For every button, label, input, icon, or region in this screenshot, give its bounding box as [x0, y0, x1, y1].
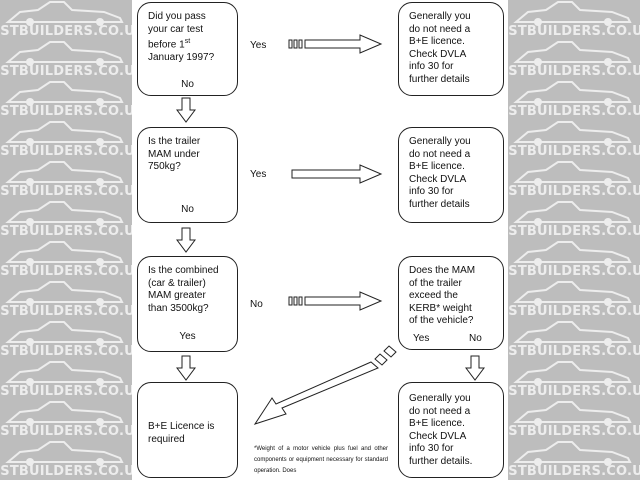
watermark-car-icon — [508, 200, 640, 226]
outcome-licence-required: B+E Licence is required — [148, 421, 215, 445]
watermark-car-icon — [508, 360, 640, 386]
watermark-car-icon — [508, 240, 640, 266]
outcome-box-licence-required: B+E Licence is required — [137, 382, 238, 478]
arrow-yes-car-test — [288, 34, 383, 54]
watermark-text: LOCOSTBUILDERS.CO.UK — [0, 144, 132, 159]
no-label-combined-mam: No — [250, 299, 263, 310]
question-car-test: Did you pass your car test before 1st Ja… — [148, 11, 215, 63]
outcome-no-licence-2: Generally you do not need a B+E licence.… — [409, 136, 471, 210]
watermark-text: LOCOSTBUILDERS.CO.UK — [508, 304, 640, 319]
watermark-text: LOCOSTBUILDERS.CO.UK — [0, 224, 132, 239]
yes-label-car-test: Yes — [250, 40, 267, 51]
watermark-car-icon — [0, 0, 132, 26]
watermark-text: LOCOSTBUILDERS.CO.UK — [508, 144, 640, 159]
question-box-trailer-mam: Is the trailer MAM under 750kg? No — [137, 127, 238, 223]
watermark-left: LOCOSTBUILDERS.CO.UK LOCOSTBUILDERS.CO.UK… — [0, 0, 132, 480]
outcome-box-no-licence-1: Generally you do not need a B+E licence.… — [398, 2, 504, 96]
arrow-no-trailer-mam — [176, 227, 196, 253]
watermark-text: LOCOSTBUILDERS.CO.UK — [0, 184, 132, 199]
watermark-text: LOCOSTBUILDERS.CO.UK — [0, 104, 132, 119]
watermark-text: LOCOSTBUILDERS.CO.UK — [0, 344, 132, 359]
watermark-car-icon — [0, 40, 132, 66]
watermark-text: LOCOSTBUILDERS.CO.UK — [0, 24, 132, 39]
watermark-car-icon — [508, 160, 640, 186]
watermark-car-icon — [0, 120, 132, 146]
watermark-car-icon — [508, 280, 640, 306]
watermark-text: LOCOSTBUILDERS.CO.UK — [0, 264, 132, 279]
watermark-text: LOCOSTBUILDERS.CO.UK — [0, 64, 132, 79]
watermark-car-icon — [508, 80, 640, 106]
watermark-text: LOCOSTBUILDERS.CO.UK — [508, 344, 640, 359]
watermark-text: LOCOSTBUILDERS.CO.UK — [508, 224, 640, 239]
no-label-kerb-weight: No — [469, 333, 482, 344]
question-combined-mam: Is the combined (car & trailer) MAM grea… — [148, 265, 219, 314]
watermark-car-icon — [0, 160, 132, 186]
watermark-text: LOCOSTBUILDERS.CO.UK — [508, 384, 640, 399]
yes-label-trailer-mam: Yes — [250, 169, 267, 180]
watermark-car-icon — [508, 120, 640, 146]
question-box-combined-mam: Is the combined (car & trailer) MAM grea… — [137, 256, 238, 352]
watermark-text: LOCOSTBUILDERS.CO.UK — [0, 424, 132, 439]
question-kerb-weight: Does the MAM of the trailer exceed the K… — [409, 265, 476, 326]
watermark-text: LOCOSTBUILDERS.CO.UK — [508, 24, 640, 39]
watermark-text: LOCOSTBUILDERS.CO.UK — [0, 384, 132, 399]
watermark-car-icon — [0, 440, 132, 466]
watermark-car-icon — [508, 0, 640, 26]
watermark-car-icon — [508, 40, 640, 66]
watermark-text: LOCOSTBUILDERS.CO.UK — [508, 184, 640, 199]
question-box-car-test: Did you pass your car test before 1st Ja… — [137, 2, 238, 96]
footnote: *Weight of a motor vehicle plus fuel and… — [254, 446, 388, 474]
watermark-car-icon — [508, 440, 640, 466]
watermark-text: LOCOSTBUILDERS.CO.UK — [508, 464, 640, 479]
watermark-car-icon — [0, 240, 132, 266]
watermark-car-icon — [0, 320, 132, 346]
arrow-no-combined-mam — [288, 291, 383, 311]
question-box-kerb-weight: Does the MAM of the trailer exceed the K… — [398, 256, 504, 350]
arrow-no-car-test — [176, 97, 196, 123]
watermark-car-icon — [0, 360, 132, 386]
question-trailer-mam: Is the trailer MAM under 750kg? — [148, 136, 201, 172]
arrow-yes-trailer-mam — [291, 164, 383, 184]
yes-label-combined-mam: Yes — [179, 331, 196, 342]
watermark-text: LOCOSTBUILDERS.CO.UK — [508, 64, 640, 79]
watermark-text: LOCOSTBUILDERS.CO.UK — [0, 304, 132, 319]
watermark-text: LOCOSTBUILDERS.CO.UK — [508, 424, 640, 439]
no-label-car-test: No — [181, 79, 194, 90]
watermark-car-icon — [508, 400, 640, 426]
no-label-trailer-mam: No — [181, 204, 194, 215]
yes-label-kerb-weight: Yes — [413, 333, 430, 344]
watermark-text: LOCOSTBUILDERS.CO.UK — [0, 464, 132, 479]
outcome-no-licence-1: Generally you do not need a B+E licence.… — [409, 11, 471, 85]
watermark-car-icon — [508, 320, 640, 346]
outcome-box-no-licence-2: Generally you do not need a B+E licence.… — [398, 127, 504, 223]
watermark-car-icon — [0, 200, 132, 226]
watermark-car-icon — [0, 280, 132, 306]
arrow-yes-kerb-weight — [253, 345, 397, 425]
outcome-box-no-licence-3: Generally you do not need a B+E licence.… — [398, 382, 504, 478]
watermark-right: LOCOSTBUILDERS.CO.UK LOCOSTBUILDERS.CO.UK… — [508, 0, 640, 480]
arrow-no-kerb-weight — [465, 355, 485, 381]
watermark-car-icon — [0, 80, 132, 106]
watermark-text: LOCOSTBUILDERS.CO.UK — [508, 104, 640, 119]
watermark-car-icon — [0, 400, 132, 426]
outcome-no-licence-3: Generally you do not need a B+E licence.… — [409, 393, 473, 467]
watermark-text: LOCOSTBUILDERS.CO.UK — [508, 264, 640, 279]
arrow-yes-combined-mam — [176, 355, 196, 381]
